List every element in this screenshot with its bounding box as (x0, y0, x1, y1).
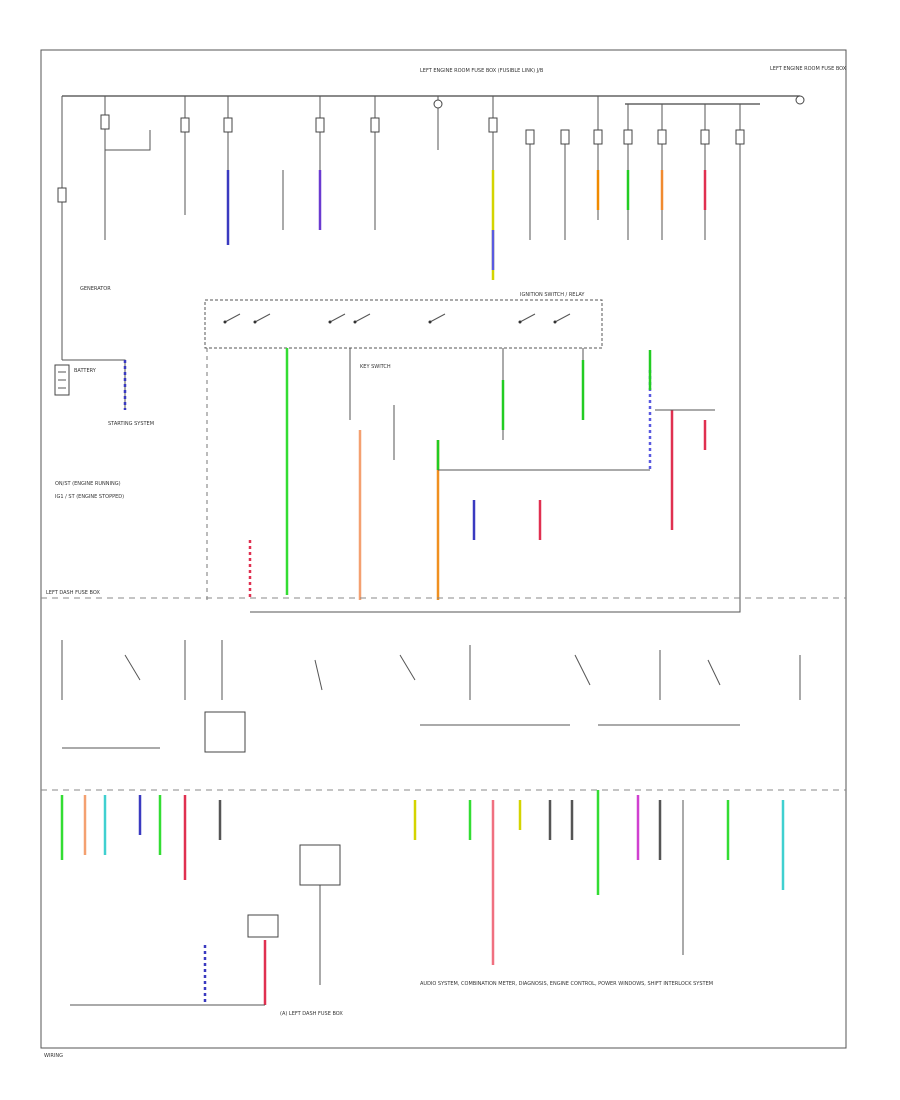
lower-colored-wires (60, 790, 785, 1005)
right-fuse-box-label: LEFT ENGINE ROOM FUSE BOX (770, 66, 847, 72)
diagram-frame (40, 49, 847, 1049)
battery-icon (54, 364, 70, 396)
left-fuse-box-label: LEFT ENGINE ROOM FUSE BOX (FUSIBLE LINK)… (420, 68, 544, 74)
lower-feed-bus (250, 600, 741, 613)
relay-bottom (247, 914, 279, 938)
generator-label: GENERATOR (80, 286, 111, 292)
key-switch-label: KEY SWITCH (360, 364, 391, 370)
ignition-relay-box (204, 299, 603, 349)
relay-contacts (223, 313, 571, 324)
note-2: IG1 / ST (ENGINE STOPPED) (55, 494, 124, 500)
footer-label: WIRING (44, 1053, 63, 1059)
relay-box-label: IGNITION SWITCH / RELAY (520, 292, 585, 298)
bottom-callout: AUDIO SYSTEM, COMBINATION METER, DIAGNOS… (420, 981, 713, 987)
switch-box-lower (299, 844, 341, 886)
fuse-drops-left (100, 96, 443, 245)
mid-section-label: LEFT DASH FUSE BOX (46, 590, 100, 596)
generator-fuse (57, 187, 67, 203)
note-1: ON/ST (ENGINE RUNNING) (55, 481, 121, 487)
lower-switch-row (61, 640, 801, 700)
battery-label: BATTERY (74, 368, 97, 374)
relay-box-lower (204, 711, 246, 753)
starting-system-label: STARTING SYSTEM (108, 421, 154, 427)
legend-notes: ON/ST (ENGINE RUNNING) IG1 / ST (ENGINE … (55, 481, 124, 500)
bottom-ref-label: (A) LEFT DASH FUSE BOX (280, 1011, 343, 1017)
